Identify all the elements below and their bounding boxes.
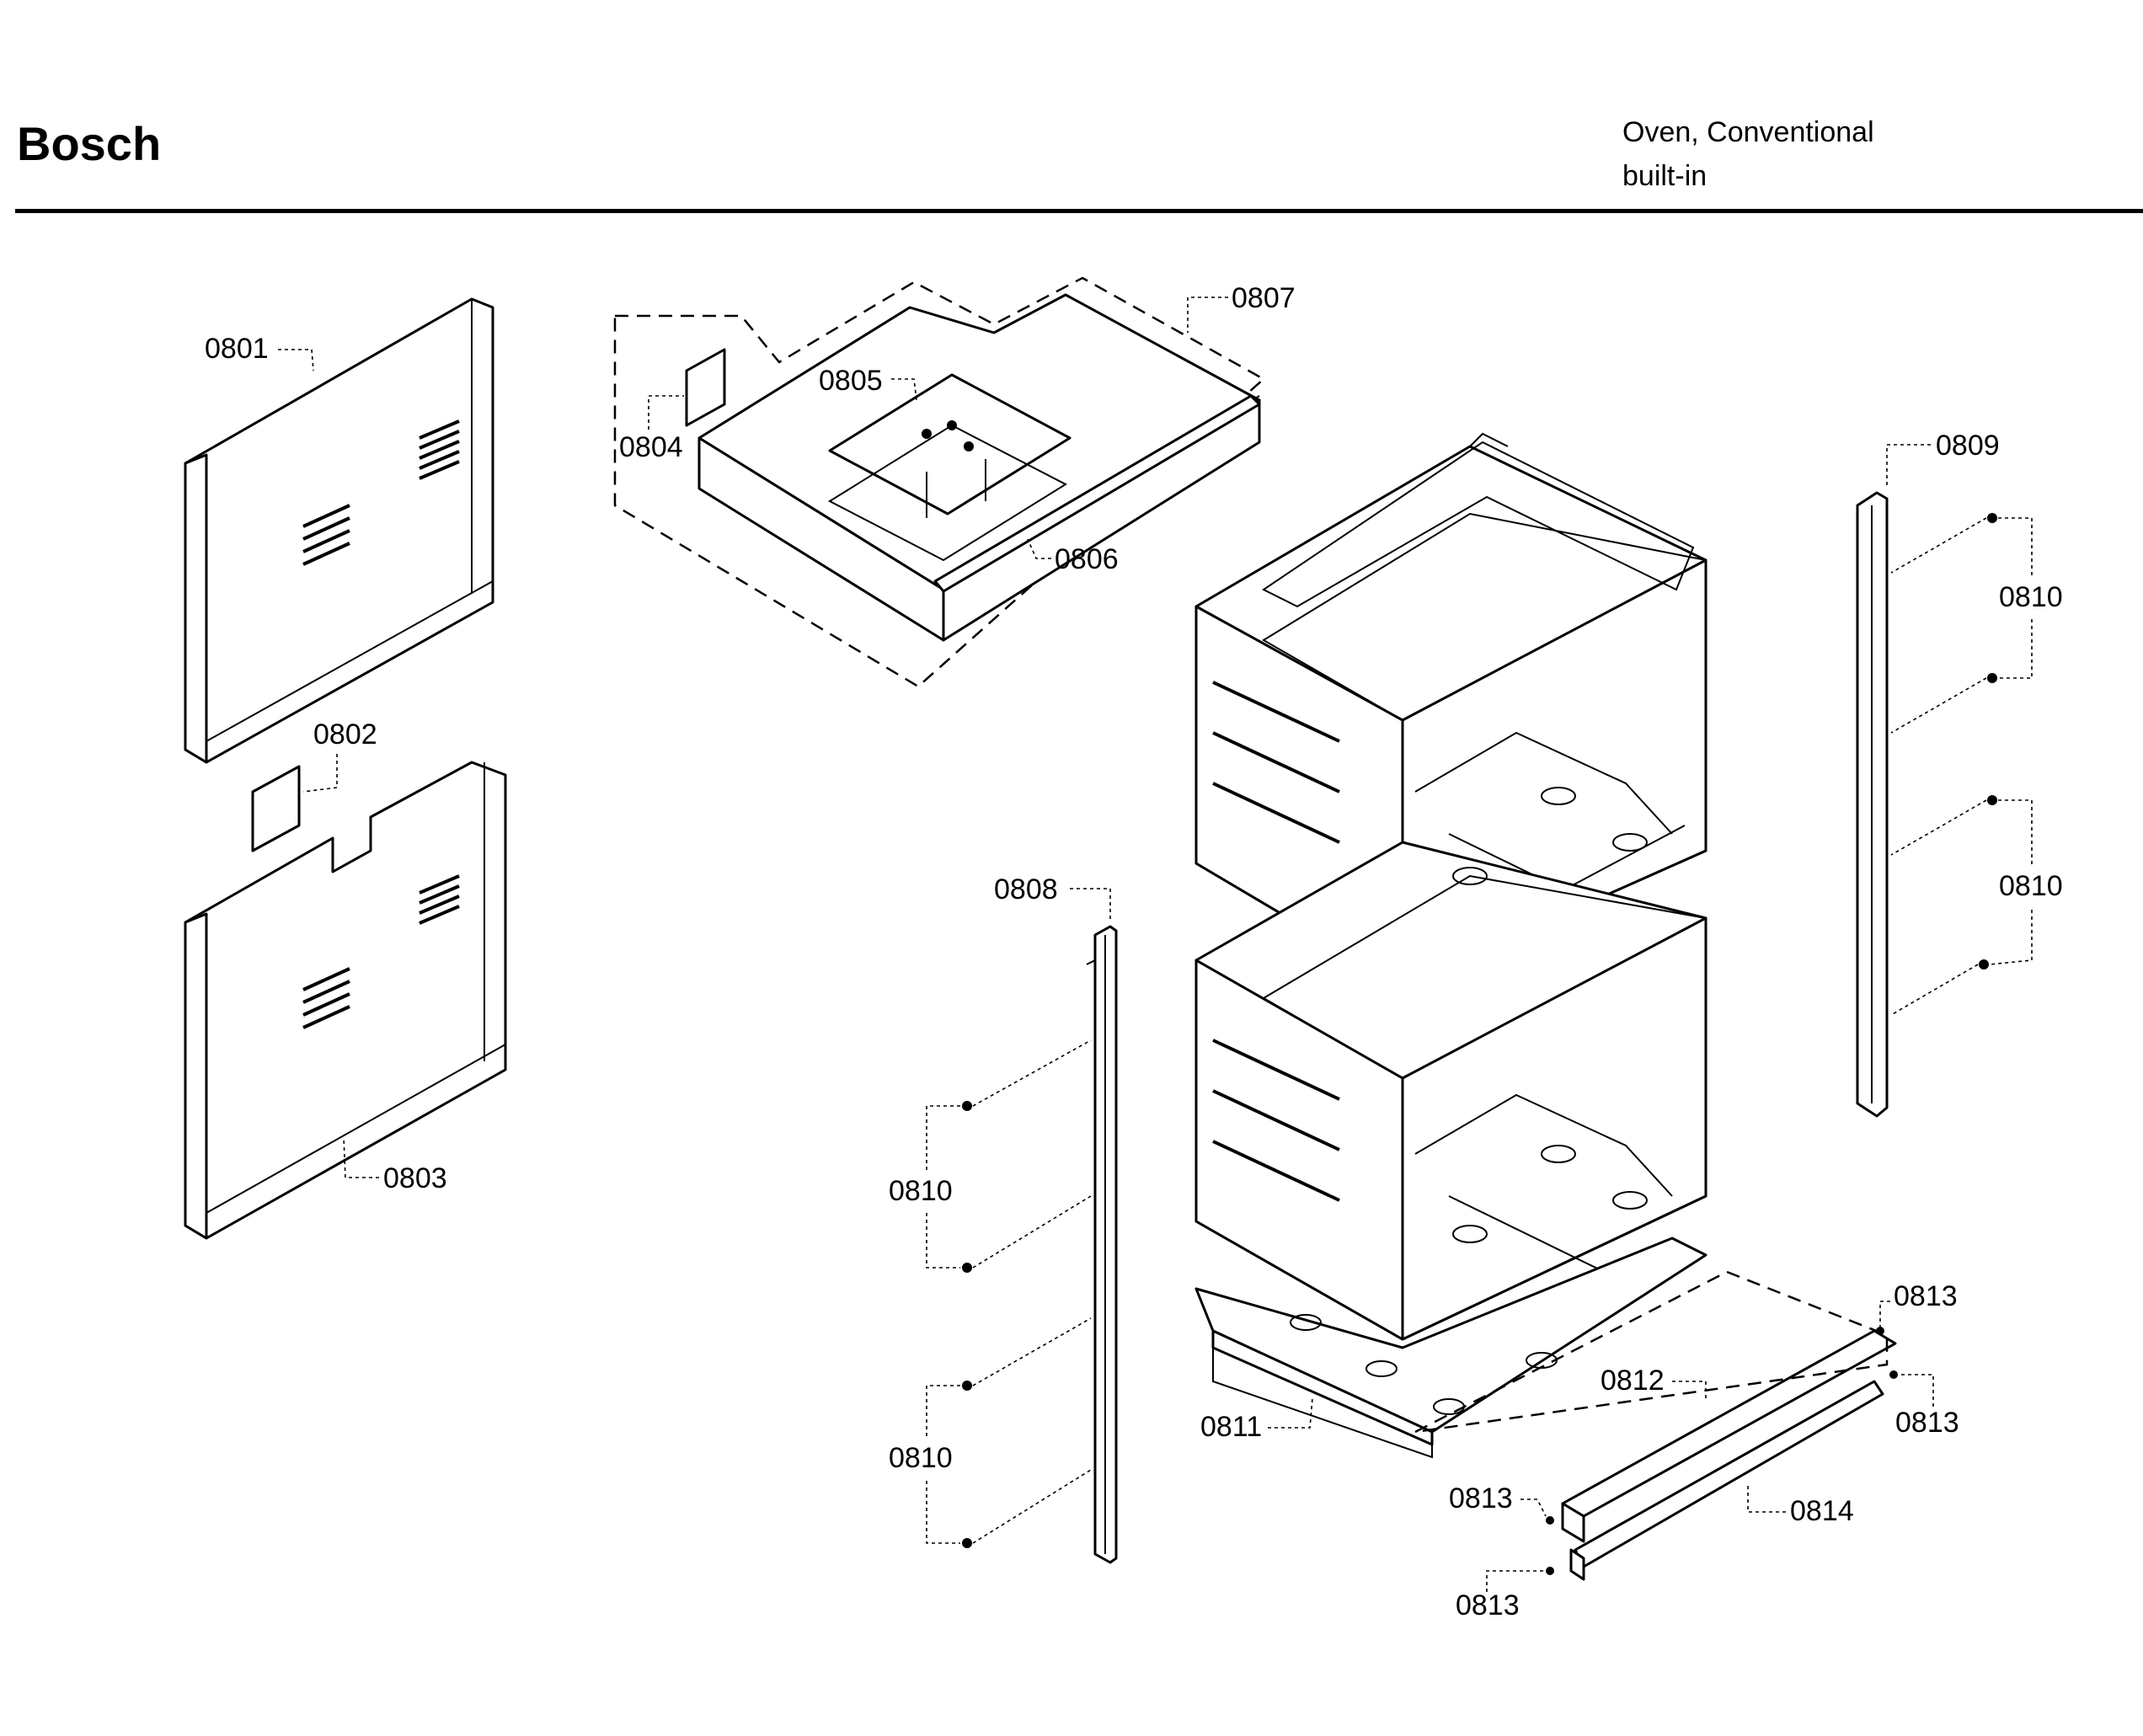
callout-label: 0813 [1449, 1482, 1513, 1514]
callout-0813-bottom: 0813 [1456, 1570, 1546, 1621]
callout-0807: 0807 [1187, 282, 1296, 333]
callout-0810-right-lower: 0810 [1989, 799, 2063, 965]
callout-label: 0810 [889, 1175, 953, 1207]
callout-label: 0801 [205, 333, 269, 365]
part-0812-rail [1561, 1329, 1897, 1543]
callout-0802: 0802 [302, 718, 377, 793]
part-0802-cover-plate [251, 765, 301, 852]
part-0805-insulation-pad [827, 373, 1072, 562]
callout-label: 0807 [1232, 282, 1296, 314]
callout-0803: 0803 [343, 1136, 447, 1194]
callout-label: 0813 [1895, 1407, 1959, 1439]
callout-label: 0813 [1456, 1589, 1520, 1621]
product-type: Oven, Conventional [1622, 116, 1874, 148]
callout-label: 0812 [1601, 1365, 1665, 1397]
callout-label: 0810 [1999, 870, 2063, 902]
callout-0810-left-lower: 0810 [889, 1385, 960, 1544]
page-header: Bosch Oven, Conventional built-in [0, 0, 2143, 219]
callout-label: 0802 [313, 718, 377, 750]
screws-0813 [1546, 1327, 1898, 1575]
part-0811-base-tray [1194, 1237, 1707, 1459]
callout-label: 0806 [1055, 543, 1119, 575]
callout-0813-top: 0813 [1879, 1280, 1958, 1327]
callout-0812: 0812 [1601, 1365, 1707, 1398]
callout-0810-left-upper: 0810 [889, 1105, 960, 1269]
callout-0801: 0801 [205, 333, 314, 371]
part-0804-bracket [685, 348, 726, 427]
callout-0804: 0804 [619, 395, 684, 463]
callout-label: 0809 [1936, 430, 2000, 462]
part-0806-trim-strip [933, 394, 1261, 593]
part-0809-right-side-rail [1856, 491, 1889, 1118]
oven-cavity-frame [1194, 432, 1707, 1341]
part-0808-left-side-rail [1086, 925, 1118, 1564]
callout-0805: 0805 [819, 365, 917, 401]
part-0803-lower-side-panel [184, 761, 507, 1240]
callout-0810-right-upper: 0810 [1998, 517, 2063, 679]
header-divider [15, 209, 2143, 213]
product-subtype: built-in [1622, 160, 1707, 192]
brand-name: Bosch [17, 117, 162, 170]
callout-label: 0811 [1200, 1411, 1262, 1443]
callout-label: 0813 [1894, 1280, 1958, 1312]
rail-position-outline [1414, 1270, 1889, 1434]
part-0814-rail [1569, 1380, 1884, 1581]
callout-label: 0804 [619, 431, 683, 463]
callout-label: 0810 [1999, 581, 2063, 613]
callout-0813-mid: 0813 [1449, 1482, 1547, 1517]
callout-label: 0808 [994, 873, 1058, 905]
callout-0806: 0806 [1027, 538, 1119, 575]
callout-label: 0810 [889, 1442, 953, 1474]
callout-0814: 0814 [1747, 1482, 1854, 1527]
part-0801-upper-side-panel [184, 297, 494, 764]
callout-0813-right: 0813 [1895, 1374, 1959, 1439]
callout-0808: 0808 [994, 873, 1111, 922]
callout-0811: 0811 [1200, 1397, 1313, 1443]
callout-label: 0814 [1790, 1495, 1854, 1527]
screws-0810-right [1890, 513, 1997, 1016]
callout-label: 0803 [383, 1162, 447, 1194]
callout-label: 0805 [819, 365, 883, 397]
screws-0810-left [962, 1039, 1092, 1548]
callout-0809: 0809 [1886, 430, 2000, 489]
